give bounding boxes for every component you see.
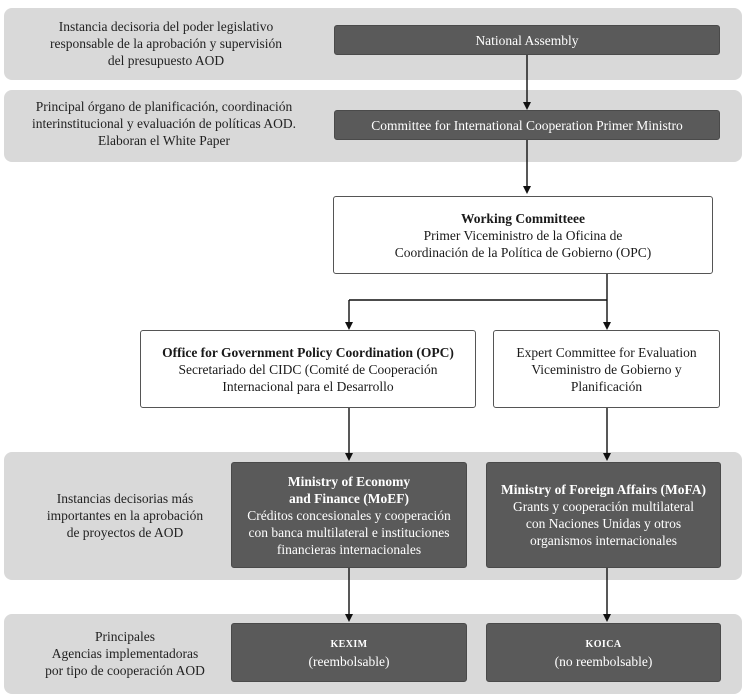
node-mofa: Ministry of Foreign Affairs (MoFA) Grant… — [486, 462, 721, 568]
node-committee-international-cooperation: Committee for International Cooperation … — [334, 110, 720, 140]
node-expert-committee: Expert Committee for Evaluation Vicemini… — [493, 330, 720, 408]
band-label-decision: Instancias decisorias más importantes en… — [46, 491, 204, 540]
node-opc: Office for Government Policy Coordinatio… — [140, 330, 476, 408]
node-kexim: KEXIM (reembolsable) — [231, 623, 467, 682]
node-national-assembly: National Assembly — [334, 25, 720, 55]
band-label-implementing: Principales Agencias implementadoras por… — [45, 629, 205, 678]
band-label-planning: Principal órgano de planificación, coord… — [32, 99, 296, 148]
node-koica: KOICA (no reembolsable) — [486, 623, 721, 682]
node-moef: Ministry of Economy and Finance (MoEF) C… — [231, 462, 467, 568]
node-working-committee: Working Committeee Primer Viceministro d… — [333, 196, 713, 274]
band-label-legislative: Instancia decisoria del poder legislativ… — [49, 19, 283, 68]
